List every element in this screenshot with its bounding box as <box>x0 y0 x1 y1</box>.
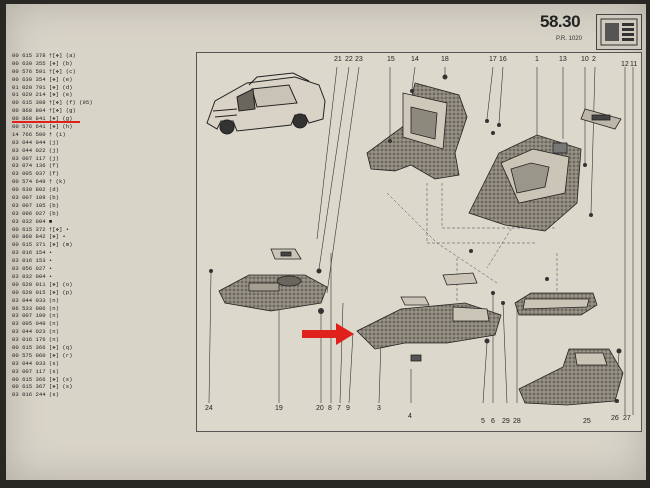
list-item: 00 615 366 [❖] (q) <box>12 343 73 351</box>
callout-26: 26 <box>611 415 619 422</box>
catalog-book-icon <box>596 14 642 50</box>
callout-29: 29 <box>502 418 510 425</box>
list-item: 03 005 037 (f) <box>12 170 59 178</box>
callout-3: 3 <box>377 405 381 412</box>
list-item: 03 044 044 (j) <box>12 138 59 146</box>
list-item: 00 868 841 [❖] (g) <box>12 115 73 123</box>
left-console-part <box>218 248 328 312</box>
list-item: 00 630 802 (d) <box>12 186 59 194</box>
leader-lines <box>208 66 634 415</box>
list-item: 03 032 004 • <box>12 272 53 280</box>
callout-12: 12 <box>621 61 629 68</box>
center-console-part <box>356 272 502 362</box>
list-item: 03 007 100 (n) <box>12 312 59 320</box>
list-item: 06 533 086 (n) <box>12 304 59 312</box>
list-item: 01 020 791 [❖] (d) <box>12 83 73 91</box>
tray-part <box>514 292 598 316</box>
list-item: 00 868 842 [❖] • <box>12 233 66 241</box>
callout-19: 19 <box>275 405 283 412</box>
list-item: 00 630 355 [❖] (b) <box>12 59 73 67</box>
list-item: 03 007 117 (j) <box>12 154 59 162</box>
list-item: 03 016 153 • <box>12 257 53 265</box>
callout-27: 27 <box>623 415 631 422</box>
list-item: 03 074 136 (f) <box>12 162 59 170</box>
list-item: 00 615 366 [❖] (s) <box>12 375 73 383</box>
callout-16: 16 <box>499 56 507 63</box>
list-item: 03 016 154 • <box>12 249 53 257</box>
callout-1: 1 <box>535 56 539 63</box>
list-item: 03 056 027 • <box>12 265 53 273</box>
callout-28: 28 <box>513 418 521 425</box>
callout-2: 2 <box>592 56 596 63</box>
list-item: 03 032 004 ■ <box>12 217 53 225</box>
list-item: 03 096 027 (b) <box>12 209 59 217</box>
list-item: 03 044 022 (j) <box>12 146 59 154</box>
console-frame-part <box>366 82 468 180</box>
list-item: 03 007 105 (b) <box>12 201 59 209</box>
list-item: 14 766 500 † (i) <box>12 130 66 138</box>
list-item: 00 620 011 [❖] (o) <box>12 280 73 288</box>
page-reference: P.R. 1020 <box>556 36 582 42</box>
callout-7: 7 <box>337 405 341 412</box>
callout-18: 18 <box>441 56 449 63</box>
list-item: 03 016 176 (n) <box>12 336 59 344</box>
catalog-page: 00 615 378 †[❖] (a) 00 630 355 [❖] (b) 0… <box>6 4 646 480</box>
list-item: 00 620 015 [❖] (p) <box>12 288 73 296</box>
callout-15: 15 <box>387 56 395 63</box>
list-item: 01 020 214 [❖] (e) <box>12 91 73 99</box>
list-item: 03 005 049 (n) <box>12 320 59 328</box>
callout-6: 6 <box>491 418 495 425</box>
exploded-diagram <box>206 66 634 415</box>
list-item: 00 615 367 [❖] (s) <box>12 383 73 391</box>
list-item: 03 044 033 (n) <box>12 296 59 304</box>
list-item: 03 007 117 (s) <box>12 367 59 375</box>
panel-part <box>580 108 622 130</box>
highlight-arrow-icon <box>302 323 354 345</box>
list-item: 00 576 591 †[❖] (c) <box>12 67 76 75</box>
page-header: 58.30 P.R. 1020 <box>506 10 646 50</box>
callout-23: 23 <box>355 56 363 63</box>
callout-13: 13 <box>559 56 567 63</box>
callout-17: 17 <box>489 56 497 63</box>
list-item: 00 575 060 [❖] (r) <box>12 351 73 359</box>
list-item: 00 868 804 †[❖] (g) <box>12 107 76 115</box>
list-item: 00 615 398 †[❖] (f) (95) <box>12 99 93 107</box>
exploded-diagram-frame: 21 22 23 15 14 18 17 16 1 13 10 2 12 11 … <box>196 52 642 432</box>
callout-11: 11 <box>630 61 638 68</box>
rear-console-part <box>518 348 624 406</box>
callout-22: 22 <box>345 56 353 63</box>
callout-14: 14 <box>411 56 419 63</box>
screw-icons <box>209 74 622 403</box>
list-item: 03 044 033 (s) <box>12 359 59 367</box>
list-item: 00 630 354 [❖] (e) <box>12 75 73 83</box>
list-item: 00 576 641 [❖] (h) <box>12 123 73 131</box>
callout-9: 9 <box>346 405 350 412</box>
callout-25: 25 <box>583 418 591 425</box>
list-item: 03 044 023 (n) <box>12 328 59 336</box>
callout-21: 21 <box>334 56 342 63</box>
console-tunnel-part <box>468 134 582 232</box>
list-item: 00 615 378 †[❖] (a) <box>12 52 76 59</box>
callout-20: 20 <box>316 405 324 412</box>
parts-number-list: 00 615 378 †[❖] (a) 00 630 355 [❖] (b) 0… <box>12 52 120 399</box>
callout-10: 10 <box>581 56 589 63</box>
highlight-underline <box>12 121 80 123</box>
callout-4: 4 <box>408 413 412 420</box>
list-item: 00 615 372 †[❖] • <box>12 225 70 233</box>
list-item: 00 574 649 † (k) <box>12 178 66 186</box>
car-illustration <box>206 72 326 135</box>
list-item: 03 007 109 (b) <box>12 194 59 202</box>
callout-5: 5 <box>481 418 485 425</box>
list-item: 00 615 371 [❖] (m) <box>12 241 73 249</box>
page-number: 58.30 <box>540 12 581 31</box>
callout-8: 8 <box>328 405 332 412</box>
list-item: 03 016 244 (s) <box>12 391 59 399</box>
callout-24: 24 <box>205 405 213 412</box>
